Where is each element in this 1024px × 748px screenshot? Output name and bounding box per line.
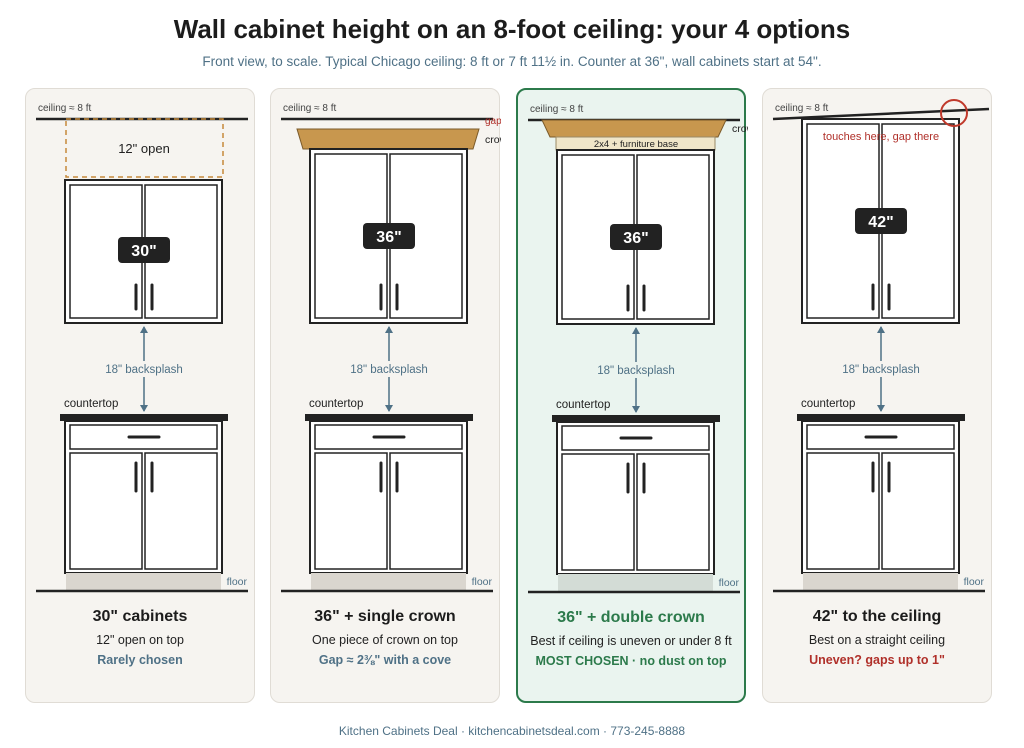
base-cabinet	[801, 420, 960, 590]
height-badge-label: 30"	[131, 243, 156, 260]
countertop	[797, 414, 965, 421]
floor-label: floor	[227, 576, 248, 588]
countertop	[552, 415, 720, 422]
floor-label: floor	[719, 577, 740, 589]
diagram-42-to-ceiling: ceiling ≈ 8 ft touches here, gap there 4…	[772, 99, 990, 593]
diagram-36-double-crown: ceiling ≈ 8 ft crown 2x4 + furniture bas…	[528, 104, 748, 594]
panel-36-single-crown: ceiling ≈ 8 ft gap crown 36" 18" backspl…	[270, 88, 501, 703]
backsplash-arrow	[588, 327, 684, 413]
page-title: Wall cabinet height on an 8-foot ceiling…	[173, 14, 851, 44]
contact-point-circle	[940, 99, 968, 127]
height-badge	[363, 223, 415, 249]
height-badge	[118, 237, 170, 263]
height-badge-label: 42"	[868, 214, 893, 231]
countertop-label: countertop	[64, 398, 118, 410]
crown-label: crown	[485, 134, 501, 146]
height-badge	[610, 224, 662, 250]
panel-note: Uneven? gaps up to 1"	[809, 653, 945, 667]
panel-30-cabinets: ceiling ≈ 8 ft 12" open 30" 18" backspla…	[25, 88, 255, 703]
ceiling-label: ceiling ≈ 8 ft	[38, 103, 92, 114]
gap-label: gap	[485, 116, 501, 127]
furniture-base-label: 2x4 + furniture base	[594, 139, 678, 150]
panel-title: 36" + double crown	[557, 609, 705, 626]
diagram-30-cabinets: ceiling ≈ 8 ft 12" open 30" 18" backspla…	[36, 103, 248, 593]
countertop-label: countertop	[556, 399, 610, 411]
open-space-box	[65, 118, 224, 178]
countertop	[60, 414, 228, 421]
panel-description: One piece of crown on top	[312, 633, 458, 647]
backsplash-label: 18" backsplash	[842, 364, 920, 376]
diagram-36-single-crown: ceiling ≈ 8 ft gap crown 36" 18" backspl…	[281, 103, 501, 593]
backsplash-arrow	[833, 326, 929, 412]
backsplash-label: 18" backsplash	[105, 364, 183, 376]
backsplash-arrow	[341, 326, 437, 412]
base-cabinet	[64, 420, 223, 590]
wall-cabinet	[309, 148, 468, 324]
base-cabinet	[309, 420, 468, 590]
page-subtitle: Front view, to scale. Typical Chicago ce…	[202, 54, 822, 69]
panel-title: 30" cabinets	[92, 608, 188, 625]
backsplash-arrow	[96, 326, 192, 412]
crown-molding	[541, 119, 727, 138]
crown-molding	[296, 128, 480, 150]
touch-note: touches here, gap there	[823, 131, 939, 143]
ceiling-label: ceiling ≈ 8 ft	[530, 104, 584, 115]
crown-label: crown	[732, 123, 748, 135]
height-badge-label: 36"	[623, 230, 648, 247]
panel-42-to-ceiling: ceiling ≈ 8 ft touches here, gap there 4…	[762, 88, 992, 703]
countertop-label: countertop	[309, 398, 363, 410]
panel-title: 42" to the ceiling	[812, 608, 942, 625]
sloped-ceiling-line	[772, 107, 990, 121]
panel-title: 36" + single crown	[314, 608, 456, 625]
open-space-label: 12" open	[118, 141, 170, 156]
height-badge-label: 36"	[376, 229, 401, 246]
panel-note: Gap ≈ 2⅜" with a cove	[318, 653, 452, 667]
height-badge	[855, 208, 907, 234]
panel-description: Best on a straight ceiling	[808, 633, 946, 647]
base-cabinet	[556, 421, 715, 591]
floor-label: floor	[472, 576, 493, 588]
backsplash-label: 18" backsplash	[597, 365, 675, 377]
floor-label: floor	[964, 576, 985, 588]
footer-credit: Kitchen Cabinets Deal · kitchencabinetsd…	[338, 724, 686, 738]
panel-note: Rarely chosen	[97, 653, 183, 667]
ceiling-label: ceiling ≈ 8 ft	[283, 103, 337, 114]
panel-description: Best if ceiling is uneven or under 8 ft	[530, 634, 732, 648]
panel-note: MOST CHOSEN · no dust on top	[535, 654, 727, 668]
panel-36-double-crown: ceiling ≈ 8 ft crown 2x4 + furniture bas…	[516, 88, 748, 703]
ceiling-label: ceiling ≈ 8 ft	[775, 103, 829, 114]
panel-description: 12" open on top	[96, 633, 184, 647]
countertop	[305, 414, 473, 421]
countertop-label: countertop	[801, 398, 855, 410]
backsplash-label: 18" backsplash	[350, 364, 428, 376]
